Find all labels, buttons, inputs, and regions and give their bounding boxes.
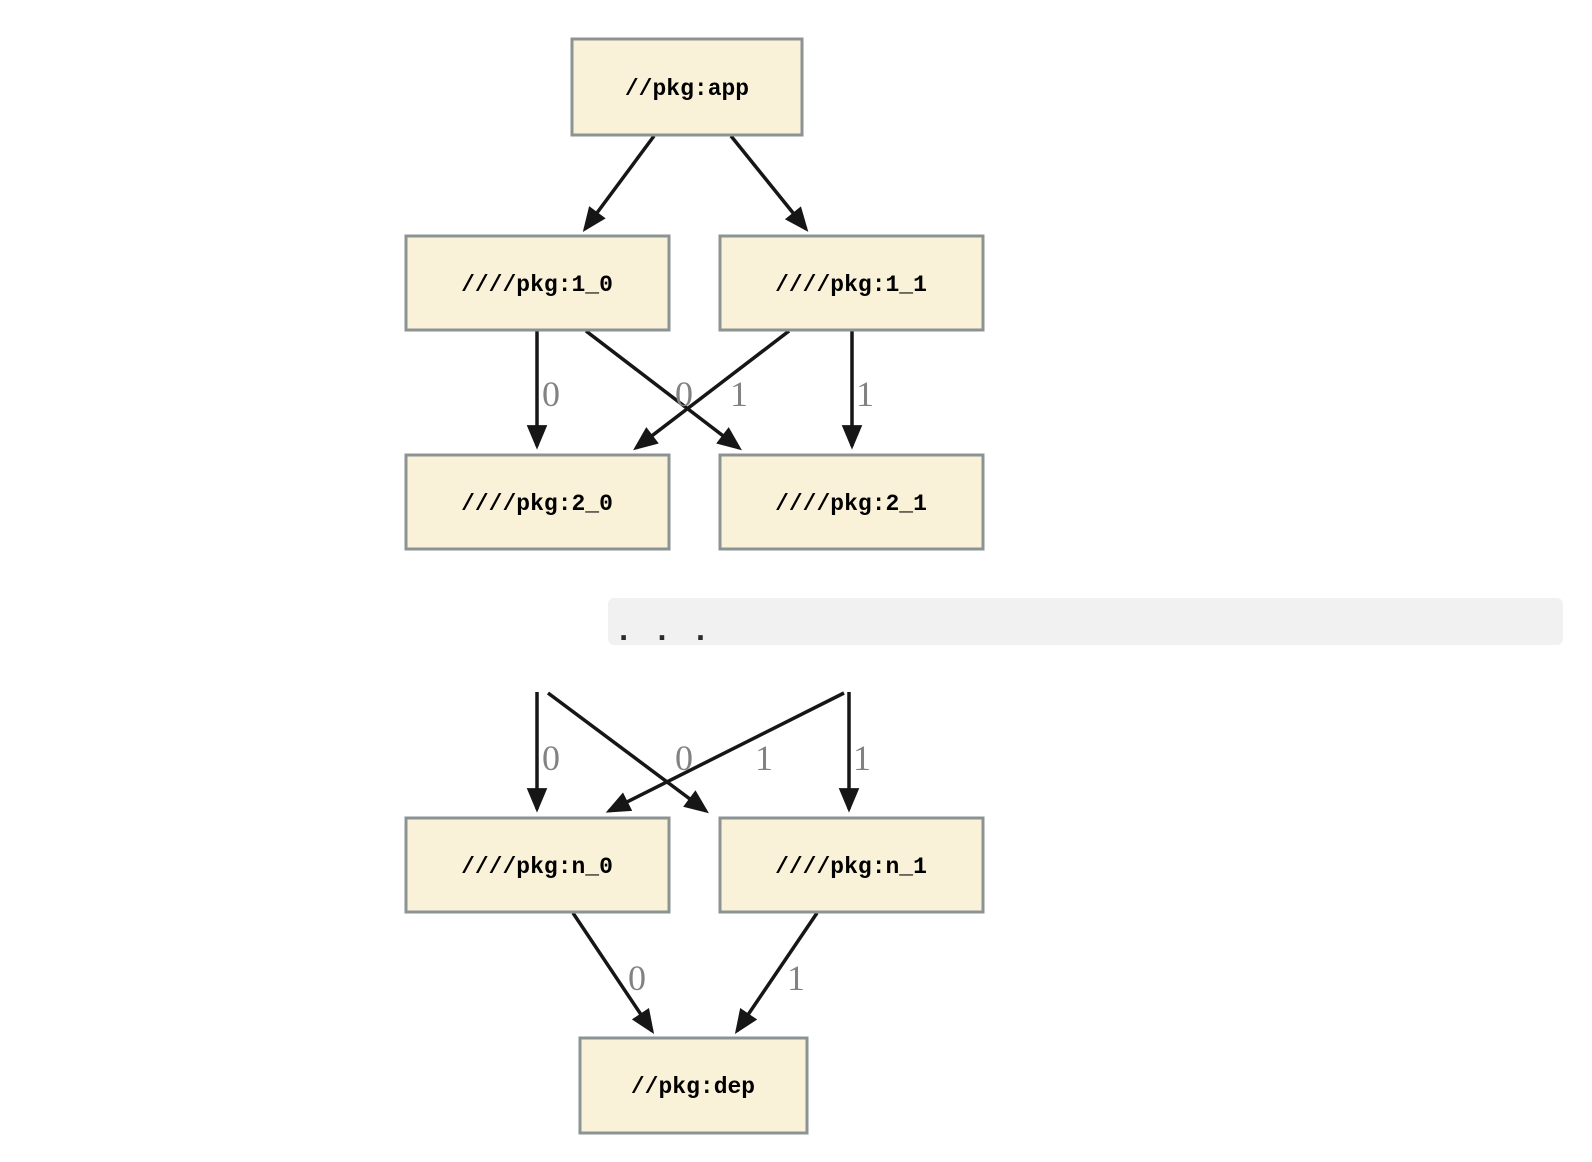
node-pkg-1-1-box [718,234,985,332]
node-pkg-app-label: //pkg:app [625,76,749,102]
edge-label-1-1-to-2-1: 1 [856,374,874,414]
node-pkg-dep: //pkg:dep [578,1036,809,1135]
ellipsis-band: . . . [608,598,1563,650]
edge-label-1-1-to-2-0: 0 [675,374,693,414]
ellipsis-band-text: . . . [614,613,710,650]
node-pkg-2-0-box [404,453,671,551]
node-pkg-n-0-label: ////pkg:n_0 [461,854,613,880]
node-pkg-1-0-box [404,234,671,332]
edge-1-1-to-2-0 [633,329,791,451]
edge-n-1-to-dep [734,912,819,1035]
node-pkg-2-1-box [718,453,985,551]
edge-app-to-1-1 [729,134,809,232]
node-pkg-dep-box [578,1036,809,1135]
edge-label-ellipsis-to-n-1-right: 1 [853,738,871,778]
node-pkg-1-0-label: ////pkg:1_0 [461,272,613,298]
ellipsis-band-background [608,598,1563,645]
node-pkg-2-0: ////pkg:2_0 [404,453,671,551]
edge-label-ellipsis-to-n-0-left: 0 [542,738,560,778]
edge-1-0-to-2-1 [584,329,742,451]
node-pkg-2-0-label: ////pkg:2_0 [461,491,613,517]
node-pkg-n-0: ////pkg:n_0 [404,816,671,914]
edge-label-ellipsis-to-n-0-cross: 0 [675,738,693,778]
node-pkg-2-1: ////pkg:2_1 [718,453,985,551]
node-pkg-app-box [570,37,804,137]
node-pkg-n-1-box [718,816,985,914]
edge-n-0-to-dep [571,912,655,1035]
node-pkg-app: //pkg:app [570,37,804,137]
edge-label-ellipsis-to-n-1-cross: 1 [755,738,773,778]
edge-ellipsis-to-n-0-cross [605,691,845,813]
node-pkg-1-0: ////pkg:1_0 [404,234,671,332]
edge-label-n-0-to-dep: 0 [628,958,646,998]
node-pkg-n-0-box [404,816,671,914]
node-pkg-dep-label: //pkg:dep [631,1074,755,1100]
node-pkg-n-1: ////pkg:n_1 [718,816,985,914]
edge-ellipsis-to-n-1-cross [546,691,709,814]
node-pkg-n-1-label: ////pkg:n_1 [775,854,927,880]
node-pkg-2-1-label: ////pkg:2_1 [775,491,927,517]
node-pkg-1-1: ////pkg:1_1 [718,234,985,332]
edge-label-1-0-to-2-0: 0 [542,374,560,414]
node-pkg-1-1-label: ////pkg:1_1 [775,272,927,298]
edge-app-to-1-0 [582,134,656,232]
edge-label-n-1-to-dep: 1 [787,958,805,998]
edge-label-1-0-to-2-1: 1 [730,374,748,414]
